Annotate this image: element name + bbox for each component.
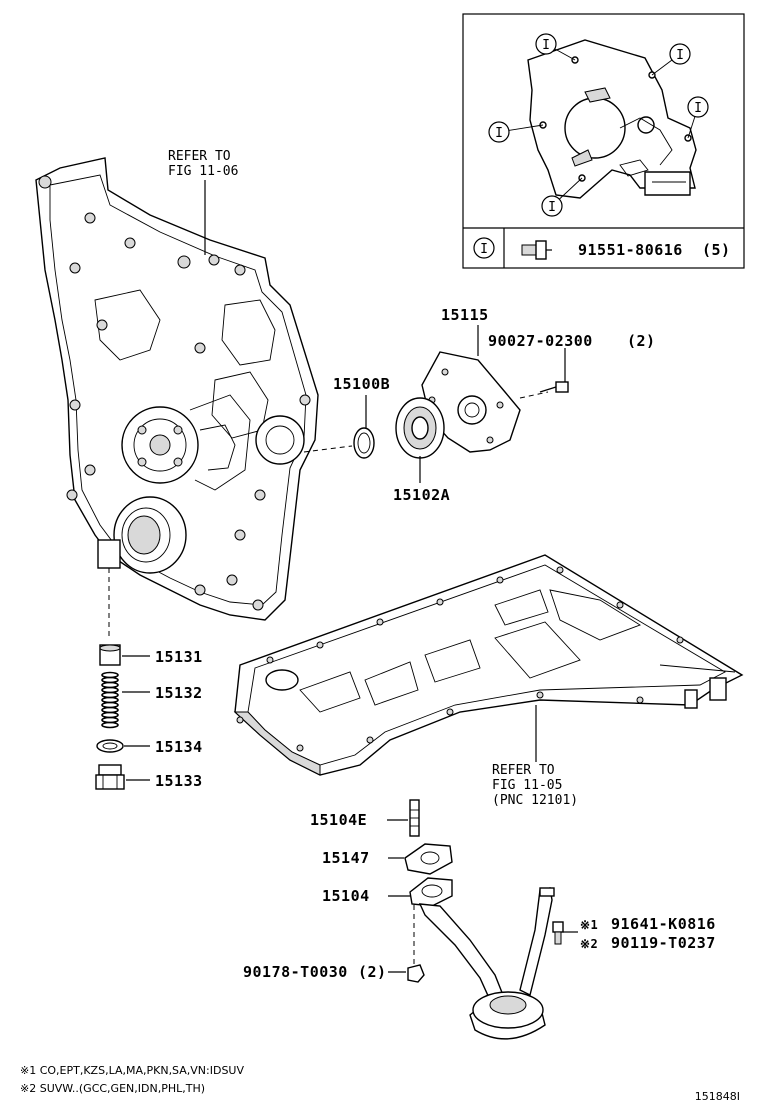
label-15104: 15104	[322, 887, 370, 905]
label-15115: 15115	[441, 306, 489, 324]
inset-callout-5	[541, 195, 563, 217]
footnote-2: ※2 SUVW..(GCC,GEN,IDN,PHL,TH)	[20, 1082, 205, 1095]
legend-part-number: 91551-80616	[578, 241, 683, 259]
stud-15104e	[409, 799, 420, 837]
plug-15133	[95, 764, 125, 790]
relief-valve-15131	[99, 644, 121, 666]
label-90027: 90027-02300	[488, 332, 593, 350]
label-15133: 15133	[155, 772, 203, 790]
figure-id: 151848I	[695, 1090, 740, 1103]
refer-pan-line3: (PNC 12101)	[492, 793, 578, 808]
bolt-icon	[521, 240, 552, 260]
inset-callout-symbol-1: I	[542, 38, 550, 53]
alt2-mark: ※2	[580, 937, 598, 951]
refer-front-line2: FIG 11-06	[168, 164, 238, 179]
timing-chain-cover	[35, 157, 319, 621]
inset-callout-symbol-5: I	[548, 200, 556, 215]
label-15131: 15131	[155, 648, 203, 666]
oil-strainer-15104	[409, 877, 555, 1040]
label-90178-qty: (2)	[358, 963, 387, 981]
footnote-1: ※1 CO,EPT,KZS,LA,MA,PKN,SA,VN:IDSUV	[20, 1064, 244, 1077]
bolt-alt	[552, 921, 564, 945]
nut-90178	[407, 964, 425, 983]
alt1-mark: ※1	[580, 918, 598, 932]
inset-callout-4	[687, 96, 709, 118]
label-15104e: 15104E	[310, 811, 367, 829]
inset-callout-symbol-4: I	[694, 101, 702, 116]
label-alt1-part: 91641-K0816	[611, 915, 716, 933]
gasket-15134	[96, 739, 124, 753]
gasket-15147	[404, 843, 453, 875]
bolt-location-inset: I I I I I I 91551-80616 (5)	[462, 13, 745, 269]
oil-pump-rotor	[395, 397, 445, 459]
label-90027-qty: (2)	[627, 332, 656, 350]
label-15132: 15132	[155, 684, 203, 702]
label-15147: 15147	[322, 849, 370, 867]
o-ring-15100b	[353, 427, 375, 459]
label-15100b: 15100B	[333, 375, 390, 393]
inset-callout-1	[535, 33, 557, 55]
inset-callout-symbol-2: I	[676, 48, 684, 63]
oil-pan	[233, 554, 744, 776]
inset-callout-symbol-3: I	[495, 126, 503, 141]
inset-callout-3	[488, 121, 510, 143]
refer-front-line1: REFER TO	[168, 149, 231, 164]
label-90178: 90178-T0030	[243, 963, 348, 981]
label-15134: 15134	[155, 738, 203, 756]
screw-90027	[539, 381, 569, 393]
refer-pan-line1: REFER TO	[492, 763, 555, 778]
label-alt2-part: 90119-T0237	[611, 934, 716, 952]
label-15102a: 15102A	[393, 486, 450, 504]
inset-callout-2	[669, 43, 691, 65]
legend-quantity: (5)	[702, 241, 731, 259]
legend-callout-symbol: I	[480, 242, 488, 257]
relief-spring-15132	[101, 671, 119, 729]
refer-pan-line2: FIG 11-05	[492, 778, 562, 793]
